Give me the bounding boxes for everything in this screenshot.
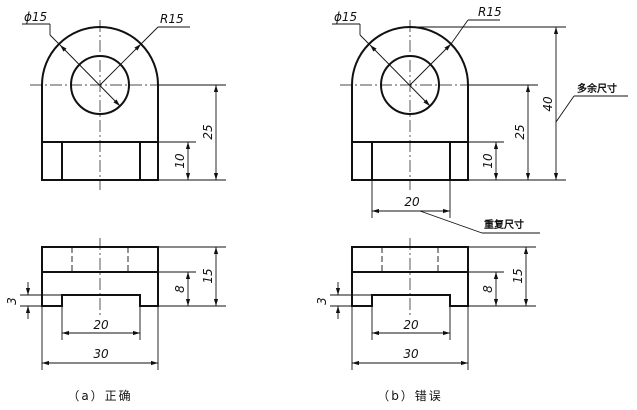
left-dia-leader [59, 44, 121, 107]
right-dim-15: 15 [511, 268, 525, 283]
left-top-outline [41, 246, 159, 307]
right-dia-leader [369, 44, 431, 107]
left-dim-3: 3 [5, 297, 19, 305]
right-front-view: 40 25 10 多余尺寸 20 重复尺寸 ϕ15 R15 [332, 5, 628, 234]
right-dim-20-top: 20 [404, 195, 420, 209]
left-dim-10: 10 [173, 153, 187, 169]
left-caption: （a）正确 [67, 389, 132, 403]
left-dim-radius: R15 [160, 12, 184, 26]
left-top-view: 15 8 3 20 30 [5, 238, 226, 370]
left-front-view: 25 10 ϕ15 R15 [22, 10, 226, 190]
left-radius-leader-ext [140, 26, 159, 45]
left-dim-8: 8 [173, 285, 187, 293]
left-panel: 25 10 ϕ15 R15 15 8 [5, 10, 226, 403]
left-dim-30: 30 [93, 347, 109, 361]
right-dia-leader-ext [359, 34, 371, 46]
right-note-duplicate: 重复尺寸 [484, 218, 524, 231]
right-dim-20: 20 [403, 318, 419, 332]
right-note-extra: 多余尺寸 [577, 82, 617, 95]
right-top-outline [351, 246, 469, 307]
right-panel: 40 25 10 多余尺寸 20 重复尺寸 ϕ15 R15 [315, 5, 628, 403]
right-dup-leader [419, 210, 483, 234]
right-dim-30: 30 [403, 347, 419, 361]
right-dim-3: 3 [315, 297, 329, 305]
right-dim-10: 10 [481, 153, 495, 169]
right-dim-40: 40 [541, 96, 555, 112]
right-extra-leader [555, 95, 575, 123]
left-dim-15: 15 [201, 268, 215, 283]
right-dim-8: 8 [481, 285, 495, 293]
right-dim-radius: R15 [478, 5, 502, 19]
left-dim-25: 25 [201, 124, 215, 139]
left-dim-20: 20 [93, 318, 109, 332]
right-dim-25: 25 [513, 124, 527, 139]
right-dim-dia: ϕ15 [334, 10, 357, 24]
right-radius-leader [409, 43, 452, 86]
left-dim-dia: ϕ15 [24, 10, 47, 24]
left-dia-leader-ext [49, 34, 61, 46]
right-top-view: 15 8 3 20 30 [315, 238, 536, 370]
left-radius-leader [99, 43, 142, 86]
right-radius-leader-ext [450, 19, 469, 45]
right-caption: （b）错误 [377, 389, 443, 403]
